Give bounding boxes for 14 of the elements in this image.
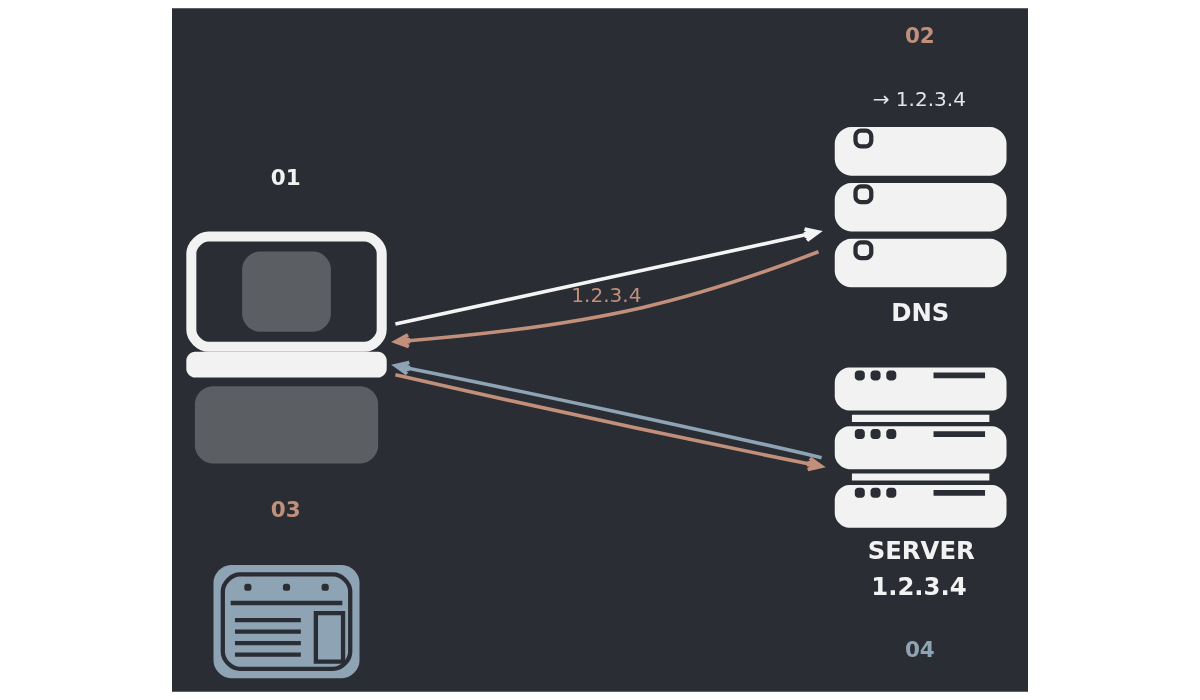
node-label: → 1.2.3.4 xyxy=(872,86,966,111)
arrow xyxy=(395,227,821,326)
node-label: DNS xyxy=(891,298,950,328)
node-label: 1.2.3.4 xyxy=(871,571,967,601)
label: 04 xyxy=(904,637,935,663)
edge-label: 1.2.3.4 xyxy=(571,282,642,307)
arrow xyxy=(395,373,824,472)
node-label: SERVER xyxy=(867,535,975,565)
label: 02 xyxy=(904,23,935,49)
arrow xyxy=(393,360,822,460)
node-picture xyxy=(213,565,360,679)
label: 01 xyxy=(270,165,301,191)
arrow xyxy=(393,250,820,349)
label: 03 xyxy=(270,497,301,523)
